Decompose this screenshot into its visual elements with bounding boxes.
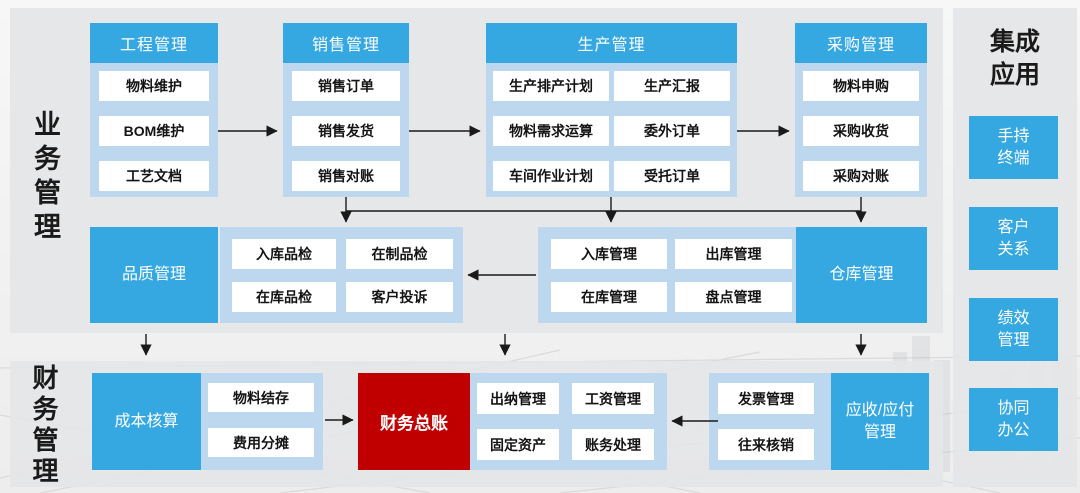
box-ar-ap-management: 应收/应付 管理 (831, 373, 929, 470)
item-fixed-assets: 固定资产 (477, 429, 559, 460)
section-label-finance: 财务管理 (29, 364, 59, 488)
item-accounting-processing: 账务处理 (572, 429, 654, 460)
section-label-business: 业务管理 (30, 110, 60, 246)
box-handheld-terminal: 手持 终端 (969, 116, 1058, 179)
integration-title: 集成 应用 (989, 28, 1040, 89)
item-sales-reconciliation: 销售对账 (292, 161, 400, 191)
item-material-balance: 物料结存 (208, 383, 314, 412)
container-quality-items: 入库品检 在制品检 在库品检 客户投诉 (220, 227, 463, 323)
item-purchase-receipt: 采购收货 (803, 116, 919, 146)
column-production: 生产管理 生产排产计划 生产汇报 物料需求运算 委外订单 车间作业计划 受托订单 (486, 23, 737, 197)
item-purchase-reconciliation: 采购对账 (803, 161, 919, 191)
item-outsourcing-order: 委外订单 (614, 116, 730, 146)
item-instock-management: 在库管理 (551, 282, 667, 312)
item-instock-inspection: 在库品检 (232, 282, 336, 312)
box-quality-management: 品质管理 (90, 227, 218, 323)
item-sales-delivery: 销售发货 (292, 116, 400, 146)
box-customer-relationship: 客户 关系 (969, 207, 1058, 270)
column-engineering: 工程管理 物料维护 BOM维护 工艺文档 (90, 23, 218, 197)
item-production-report: 生产汇报 (614, 71, 730, 101)
item-process-document: 工艺文档 (99, 161, 209, 191)
container-warehouse-items: 入库管理 出库管理 在库管理 盘点管理 (538, 227, 796, 323)
column-production-header: 生产管理 (486, 23, 737, 63)
column-sales: 销售管理 销售订单 销售发货 销售对账 (283, 23, 409, 197)
item-incoming-inspection: 入库品检 (232, 239, 336, 269)
container-invoice-items: 发票管理 往来核销 (709, 373, 831, 470)
item-outbound-management: 出库管理 (675, 239, 792, 269)
item-mrp-calculation: 物料需求运算 (493, 116, 609, 146)
item-material-maintenance: 物料维护 (99, 71, 209, 101)
column-procurement-header: 采购管理 (795, 23, 927, 63)
box-general-ledger: 财务总账 (358, 373, 470, 470)
item-inbound-management: 入库管理 (551, 239, 667, 269)
item-workshop-plan: 车间作业计划 (493, 161, 609, 191)
item-transaction-writeoff: 往来核销 (718, 429, 814, 460)
item-bom-maintenance: BOM维护 (99, 116, 209, 146)
item-payroll-management: 工资管理 (572, 383, 654, 414)
item-material-request: 物料申购 (803, 71, 919, 101)
container-cashier-items: 出纳管理 工资管理 固定资产 账务处理 (470, 373, 667, 470)
item-sales-order: 销售订单 (292, 71, 400, 101)
item-consignment-order: 受托订单 (614, 161, 730, 191)
box-cost-accounting: 成本核算 (92, 373, 201, 470)
item-customer-complaint: 客户投诉 (346, 282, 453, 312)
item-inprocess-inspection: 在制品检 (346, 239, 453, 269)
item-production-scheduling: 生产排产计划 (493, 71, 609, 101)
box-collaborative-office: 协同 办公 (969, 388, 1058, 451)
column-engineering-header: 工程管理 (90, 23, 218, 63)
item-expense-allocation: 费用分摊 (208, 428, 314, 457)
column-procurement: 采购管理 物料申购 采购收货 采购对账 (795, 23, 927, 197)
column-sales-header: 销售管理 (283, 23, 409, 63)
item-invoice-management: 发票管理 (718, 383, 814, 414)
box-performance-management: 绩效 管理 (969, 298, 1058, 361)
item-cashier-management: 出纳管理 (477, 383, 559, 414)
container-cost-items: 物料结存 费用分摊 (201, 373, 323, 470)
item-stocktake-management: 盘点管理 (675, 282, 792, 312)
box-warehouse-management: 仓库管理 (796, 227, 927, 323)
